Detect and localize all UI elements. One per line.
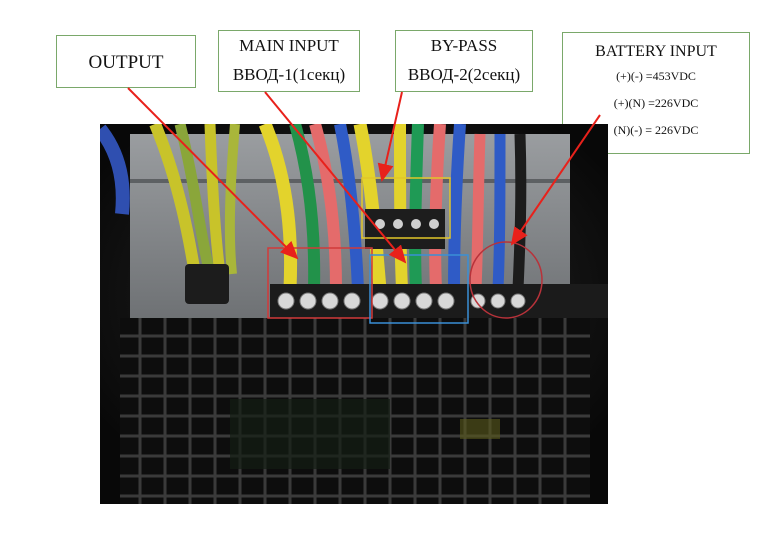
output-label-box: OUTPUT [56, 35, 196, 88]
battery-voltage-plus-neutral: (+)(N) =226VDC [613, 96, 699, 110]
battery-voltage-plus-minus: (+)(-) =453VDC [616, 69, 696, 83]
main-input-subtitle: ВВОД-1(1секц) [232, 65, 346, 84]
main-input-label-box: MAIN INPUT ВВОД-1(1секц) [218, 30, 360, 92]
bypass-title: BY-PASS [430, 36, 498, 55]
bypass-label-box: BY-PASS ВВОД-2(2секц) [395, 30, 533, 92]
battery-voltage-neutral-minus: (N)(-) = 226VDC [613, 123, 699, 137]
output-label: OUTPUT [88, 52, 164, 73]
main-input-title: MAIN INPUT [239, 36, 339, 55]
battery-input-title: BATTERY INPUT [595, 43, 717, 60]
terminal-block-photo [100, 124, 608, 504]
bypass-subtitle: ВВОД-2(2секц) [407, 65, 521, 84]
